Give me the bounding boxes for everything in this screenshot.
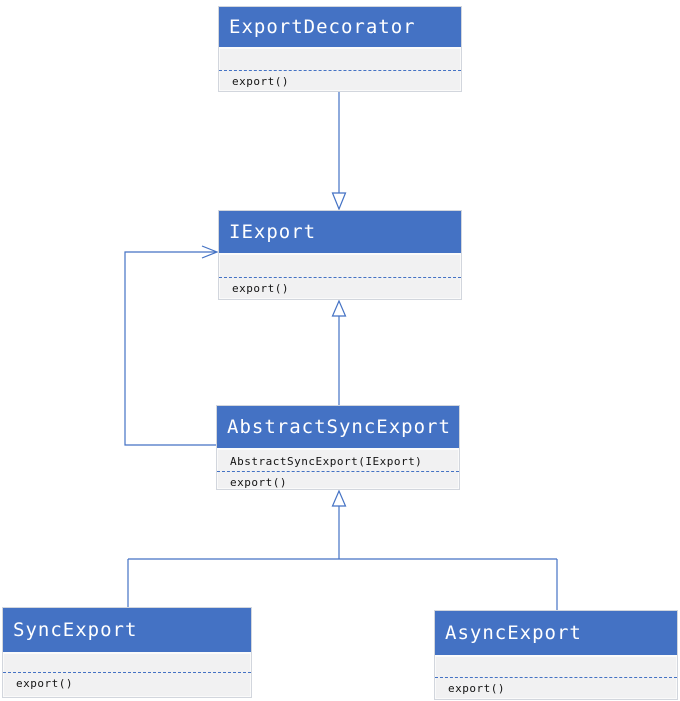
- class-box-asyncexport: AsyncExport export(): [434, 610, 678, 700]
- class-header: AsyncExport: [435, 611, 677, 657]
- methods-section: export(): [219, 71, 461, 88]
- hollow-triangle-arrowhead-icon: [331, 489, 347, 507]
- class-header: ExportDecorator: [219, 7, 461, 49]
- association-line-abstractsyncexport-to-iexport: [124, 251, 216, 446]
- constructor-label: AbstractSyncExport(IExport): [230, 455, 423, 468]
- class-box-syncexport: SyncExport export(): [2, 607, 252, 698]
- method-label: export(): [16, 677, 73, 690]
- method-label: export(): [230, 476, 287, 489]
- class-name: SyncExport: [13, 619, 138, 641]
- class-box-iexport: IExport export(): [218, 210, 462, 300]
- attributes-section: AbstractSyncExport(IExport): [217, 450, 459, 472]
- methods-section: export(): [435, 678, 677, 695]
- hollow-triangle-arrowhead-icon: [331, 299, 347, 317]
- class-header: AbstractSyncExport: [217, 406, 459, 450]
- attributes-section: [3, 654, 251, 673]
- open-arrowhead-icon: [201, 245, 219, 259]
- hollow-triangle-arrowhead-icon: [331, 192, 347, 211]
- methods-section: export(): [219, 278, 461, 295]
- class-box-exportdecorator: ExportDecorator export(): [218, 6, 462, 92]
- attributes-section: [219, 255, 461, 278]
- class-name: ExportDecorator: [229, 16, 416, 38]
- method-label: export(): [448, 682, 505, 695]
- attributes-section: [219, 49, 461, 71]
- methods-section: export(): [3, 673, 251, 690]
- class-name: AbstractSyncExport: [227, 416, 451, 438]
- attributes-section: [435, 657, 677, 678]
- class-header: SyncExport: [3, 608, 251, 654]
- class-box-abstractsyncexport: AbstractSyncExport AbstractSyncExport(IE…: [216, 405, 460, 490]
- methods-section: export(): [217, 472, 459, 489]
- method-label: export(): [232, 282, 289, 295]
- method-label: export(): [232, 75, 289, 88]
- class-header: IExport: [219, 211, 461, 255]
- class-name: IExport: [229, 221, 317, 243]
- class-name: AsyncExport: [445, 622, 582, 644]
